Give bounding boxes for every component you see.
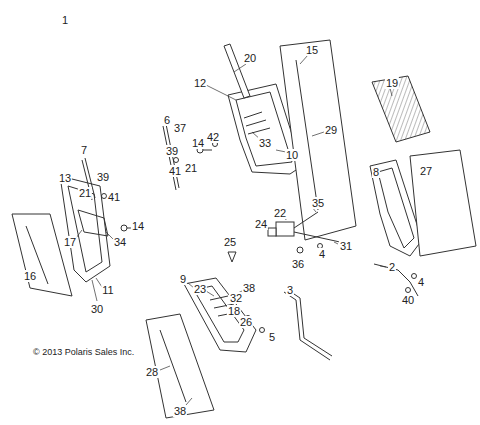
callout-number: 41 xyxy=(107,191,121,203)
callout-number: 13 xyxy=(58,172,72,184)
callout-number: 19 xyxy=(385,77,399,89)
callout-number: 15 xyxy=(305,44,319,56)
callout-number: 26 xyxy=(239,316,253,328)
callout-number: 27 xyxy=(419,165,433,177)
callout-number: 34 xyxy=(113,236,127,248)
callout-number: 39 xyxy=(96,171,110,183)
callout-number: 31 xyxy=(339,240,353,252)
callout-number: 41 xyxy=(168,165,182,177)
callout-number: 14 xyxy=(191,137,205,149)
callout-number: 36 xyxy=(291,258,305,270)
callout-number: 42 xyxy=(206,131,220,143)
callout-number: 21 xyxy=(78,187,92,199)
callout-number: 11 xyxy=(101,284,114,296)
callout-number: 38 xyxy=(173,405,187,417)
callout-number: 2 xyxy=(388,261,396,273)
callout-number: 8 xyxy=(372,166,380,178)
callout-number: 17 xyxy=(63,236,77,248)
callout-number: 40 xyxy=(401,294,415,306)
callout-number: 24 xyxy=(254,218,268,230)
callout-number: 4 xyxy=(318,248,326,260)
callout-number: 3 xyxy=(286,284,294,296)
callout-number: 23 xyxy=(193,283,207,295)
callout-number: 7 xyxy=(80,144,88,156)
copyright-note: © 2013 Polaris Sales Inc. xyxy=(32,346,135,358)
callout-number: 33 xyxy=(258,137,272,149)
callout-number: 25 xyxy=(223,236,237,248)
callout-number: 16 xyxy=(23,270,37,282)
callout-number: 4 xyxy=(417,276,425,288)
callout-number: 37 xyxy=(173,122,187,134)
callout-number: 20 xyxy=(243,52,257,64)
callout-number: 22 xyxy=(273,207,287,219)
callout-number: 12 xyxy=(193,77,207,89)
callout-number: 30 xyxy=(90,303,104,315)
callout-number: 28 xyxy=(145,366,159,378)
callout-number: 39 xyxy=(165,145,179,157)
callout-number: 14 xyxy=(131,220,145,232)
callout-number: 38 xyxy=(242,282,256,294)
callout-number: 6 xyxy=(163,114,171,126)
callout-number: 10 xyxy=(285,149,299,161)
callout-number: 5 xyxy=(268,331,276,343)
callout-number: 9 xyxy=(179,273,187,285)
callout-number: 29 xyxy=(324,124,338,136)
callout-number: 21 xyxy=(184,162,198,174)
callout-number: 35 xyxy=(311,197,325,209)
callout-number: 1 xyxy=(61,14,69,26)
